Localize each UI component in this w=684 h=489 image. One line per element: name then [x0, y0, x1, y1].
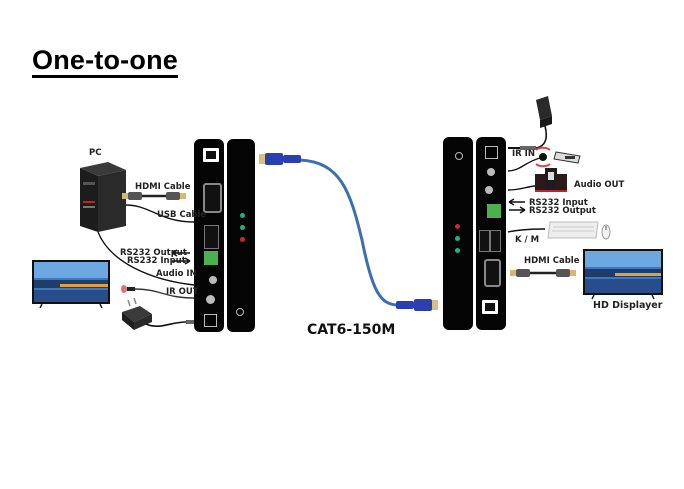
- audio-jack-icon: [485, 186, 493, 194]
- audio-in-label: Audio IN: [156, 269, 197, 279]
- reset-button-icon: [236, 308, 244, 316]
- rj45-port-icon: [203, 148, 219, 162]
- hdmi-port-icon: [484, 259, 501, 287]
- km-label: K / M: [515, 235, 540, 245]
- transmitter-front-panel: [227, 139, 255, 332]
- remote-control-icon: [553, 151, 581, 164]
- ir-out-label: IR OUT: [166, 287, 199, 297]
- tv-icon-right: [583, 249, 663, 300]
- page-title: One-to-one: [32, 46, 178, 78]
- status-led-3: [455, 248, 460, 253]
- rs232-output-label-right: RS232 Output: [529, 206, 596, 216]
- pc-tower-icon: [80, 162, 126, 232]
- audio-jack-icon: [209, 276, 217, 284]
- rj45-port-icon: [482, 300, 498, 314]
- status-led-2: [455, 236, 460, 241]
- power-adapter-icon-left: [122, 297, 194, 330]
- status-led-3: [240, 237, 245, 242]
- pc-label: PC: [89, 148, 102, 158]
- status-led-1: [240, 213, 245, 218]
- rs232-input-label-right: RS232 Input: [529, 198, 588, 208]
- usb-cable-label: USB Cable: [157, 210, 207, 220]
- ir-in-label: IR IN: [512, 149, 535, 159]
- status-led-1: [455, 224, 460, 229]
- hdmi-cable-icon-left: [122, 192, 186, 200]
- transmitter-rear-panel: [194, 139, 224, 332]
- dc-power-port-icon: [204, 314, 217, 327]
- usb-port-icon-2: [490, 230, 501, 252]
- power-adapter-icon-right: [508, 96, 552, 150]
- status-led-2: [240, 225, 245, 230]
- ir-jack-icon: [487, 168, 495, 176]
- usb-port-icon-1: [479, 230, 490, 252]
- hdmi-cable-label-right: HDMI Cable: [524, 256, 580, 266]
- audio-out-label: Audio OUT: [574, 180, 625, 190]
- cat6-cable: [259, 153, 438, 311]
- hdmi-cable-label-left: HDMI Cable: [135, 182, 191, 192]
- usb-port-icon: [204, 225, 219, 249]
- speaker-icon: [535, 168, 567, 192]
- tv-icon-left: [32, 260, 110, 309]
- hd-displayer-label: HD Displayer: [593, 300, 663, 311]
- rs232-output-label-left: RS232 Output: [120, 248, 187, 258]
- rs232-terminal-icon: [487, 204, 501, 218]
- rs232-input-label-left: RS232 Input: [127, 256, 186, 266]
- hdmi-cable-icon-right: [510, 269, 576, 277]
- dc-power-port-icon: [485, 146, 498, 159]
- ir-jack-icon: [206, 295, 215, 304]
- rs232-terminal-icon: [204, 251, 218, 265]
- cable-label: CAT6-150M: [307, 322, 396, 338]
- keyboard-mouse-icon: [547, 221, 611, 240]
- receiver-rear-panel: [476, 137, 506, 330]
- receiver-front-panel: [443, 137, 473, 330]
- hdmi-port-icon: [203, 183, 222, 213]
- reset-button-icon: [455, 152, 463, 160]
